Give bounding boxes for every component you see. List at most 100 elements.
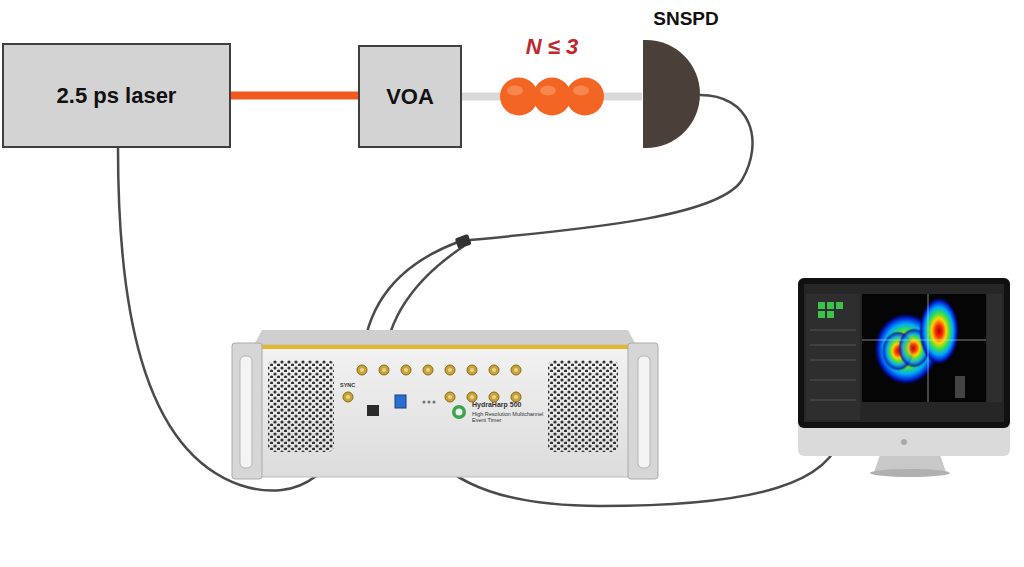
illustration-part [827, 302, 834, 309]
device-top [254, 330, 636, 345]
signal-cables [118, 95, 842, 506]
illustration-part [810, 380, 856, 381]
status-led [432, 400, 435, 403]
status-led [427, 400, 430, 403]
coax-port [467, 365, 477, 375]
detector-shape [642, 39, 700, 149]
node-label: SNSPD [628, 8, 744, 30]
illustration-part [810, 400, 856, 401]
coax-pin [470, 395, 474, 399]
coax-port [467, 392, 477, 402]
software-panel [987, 294, 1002, 402]
monitor-logo [901, 439, 907, 445]
coax-port [357, 365, 367, 375]
coax-port [489, 365, 499, 375]
photon-highlight [573, 86, 589, 96]
software-panel [806, 294, 860, 420]
device-handle [628, 343, 658, 479]
illustration-part [810, 330, 856, 331]
coax-pin [426, 368, 430, 372]
illustration-part [818, 302, 825, 309]
time-tagger-device [232, 330, 658, 479]
coax-pin [346, 395, 350, 399]
illustration-part [810, 345, 856, 346]
coax-port [401, 365, 411, 375]
port-label: SYNC [340, 382, 355, 388]
computer-monitor [798, 278, 1010, 477]
usb-port [395, 395, 406, 408]
histogram-plot [862, 294, 986, 402]
coax-pin [448, 395, 452, 399]
coax-port [445, 365, 455, 375]
coax-port [511, 392, 521, 402]
coax-port [467, 365, 477, 375]
plot-cursor [862, 340, 986, 341]
photon-bead [533, 78, 571, 116]
coax-pin [404, 368, 408, 372]
monitor-base [870, 469, 950, 477]
detector-cable [470, 95, 753, 240]
device-handle [240, 356, 252, 468]
color-scale [955, 376, 965, 398]
node-label: 2.5 ps laser [57, 83, 177, 109]
coax-port [511, 365, 521, 375]
monitor-body [798, 278, 1010, 456]
coax-pin [382, 368, 386, 372]
software-buttons [818, 302, 843, 318]
laser-box: 2.5 ps laser [2, 43, 231, 148]
coax-port [511, 392, 521, 402]
coax-port [343, 392, 353, 402]
coax-port [489, 392, 499, 402]
device-handle [232, 343, 262, 479]
photon-bead [500, 78, 538, 116]
coax-pin [492, 368, 496, 372]
detector-shape [643, 40, 700, 148]
coax-port [445, 392, 455, 402]
illustration-part [810, 360, 856, 361]
plot-cursor [928, 294, 929, 402]
coax-pin [514, 368, 518, 372]
cable-splitter [455, 234, 472, 249]
device-subtitle: High Resolution Multichannel Event Timer [472, 411, 544, 423]
brand-logo [452, 405, 466, 419]
coax-port [423, 365, 433, 375]
coax-port [445, 365, 455, 375]
detector-symbol: SNSPD [628, 0, 744, 150]
coax-port [379, 365, 389, 375]
device-vent [548, 360, 618, 452]
coax-port [423, 365, 433, 375]
coax-port [357, 365, 367, 375]
device-vent [268, 360, 334, 452]
coax-pin [514, 395, 518, 399]
coax-port [445, 392, 455, 402]
illustration-part [836, 302, 843, 309]
sync-cable [118, 148, 348, 491]
illustration-part [818, 311, 825, 318]
coax-pin [492, 395, 496, 399]
monitor-bezel [798, 278, 1010, 428]
photon-bead [566, 78, 604, 116]
coax-pin [470, 368, 474, 372]
coax-pin [448, 368, 452, 372]
coax-port [489, 365, 499, 375]
coax-pin [360, 368, 364, 372]
fiber-connector [231, 92, 358, 100]
brand-logo [456, 409, 463, 416]
device-handle [638, 356, 650, 468]
device-front [250, 345, 640, 477]
illustration-part [827, 311, 834, 318]
coax-port [401, 365, 411, 375]
coax-port [343, 392, 353, 402]
node-label: VOA [386, 84, 434, 110]
coax-port [511, 365, 521, 375]
photon-highlight [540, 86, 556, 96]
attenuator-box: VOA [358, 45, 462, 148]
coax-port [379, 365, 389, 375]
photon-number-label: N ≤ 3 [526, 34, 578, 60]
device-name: HydraHarp 500 [472, 401, 521, 409]
coax-port [489, 392, 499, 402]
device-ports [343, 365, 521, 402]
status-led [422, 400, 425, 403]
device-socket [367, 405, 379, 416]
